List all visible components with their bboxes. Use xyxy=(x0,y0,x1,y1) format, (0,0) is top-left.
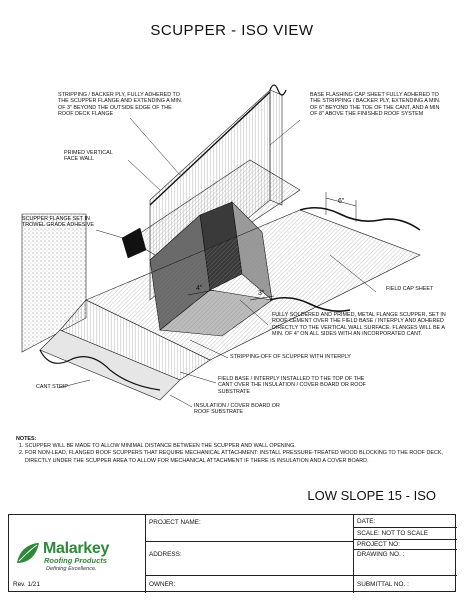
label-soldered-scupper: FULLY SOLDERED AND PRIMED, METAL FLANGE … xyxy=(272,312,446,338)
note-1: SCUPPER WILL BE MADE TO ALLOW MINIMAL DI… xyxy=(25,443,452,450)
label-field-base: FIELD BASE / INTERPLY INSTALLED TO THE T… xyxy=(218,376,366,395)
tb-divider-2 xyxy=(353,515,354,593)
tb-date: DATE: xyxy=(357,518,376,525)
tb-row-line-2 xyxy=(145,575,353,576)
label-scupper-flange: SCUPPER FLANGE SET IN TROWEL GRADE ADHES… xyxy=(22,216,94,229)
note-2: FOR NON-LEAD, FLANGED ROOF SCUPPERS THAT… xyxy=(25,450,452,464)
tb-right-line-1 xyxy=(353,527,457,528)
logo-tagline: Defining Excellence. xyxy=(46,566,97,572)
scupper-flange-block xyxy=(121,227,147,259)
tb-right-line-3 xyxy=(353,549,457,550)
tb-right-line-2 xyxy=(353,539,457,540)
leader-lines xyxy=(57,117,377,408)
malarkey-logo: Malarkey Roofing Products Defining Excel… xyxy=(15,539,141,573)
notes-heading: NOTES: xyxy=(16,436,37,442)
drawing-title: SCUPPER - ISO VIEW xyxy=(150,22,314,39)
label-stripping-off: STRIPPING-OFF OF SCUPPER WITH INTERPLY xyxy=(230,354,351,360)
roof-wavy-edge-lower xyxy=(269,296,351,312)
tb-project-no: PROJECT NO: xyxy=(357,541,400,548)
tb-address: ADDRESS: xyxy=(149,551,182,558)
leaf-icon xyxy=(17,543,39,563)
label-primed-wall: PRIMED VERTICAL FACE WALL xyxy=(64,150,113,163)
tb-row-line-1 xyxy=(145,541,353,542)
sheet-title: LOW SLOPE 15 - ISO xyxy=(307,488,436,503)
tb-project-name: PROJECT NAME: xyxy=(149,519,201,526)
tb-right-line-4 xyxy=(353,575,457,576)
notes-section: NOTES: SCUPPER WILL BE MADE TO ALLOW MIN… xyxy=(16,436,452,465)
logo-sub: Roofing Products xyxy=(44,556,107,565)
dim-6-line xyxy=(325,197,357,207)
scupper-iso-drawing xyxy=(21,84,421,408)
roof-wavy-edge-left xyxy=(39,349,161,391)
dim-4-line xyxy=(187,289,215,296)
tb-submittal-no: SUBMITTAL NO. : xyxy=(357,581,409,588)
tb-drawing-no: DRAWING NO. : xyxy=(357,551,405,558)
wall-cut-top xyxy=(269,84,287,96)
label-stripping: STRIPPING / BACKER PLY, FULLY ADHERED TO… xyxy=(58,92,183,118)
label-cant-strip: CANT STRIP xyxy=(36,384,68,390)
label-base-flashing: BASE FLASHING CAP SHEET FULLY ADHERED TO… xyxy=(310,92,441,118)
wall-edge-left xyxy=(149,91,271,206)
tb-owner: OWNER: xyxy=(149,581,176,588)
dim-3-line xyxy=(249,295,275,301)
tb-scale: SCALE: NOT TO SCALE xyxy=(357,530,429,537)
dim-4-label: 4" xyxy=(196,285,203,292)
title-block: PROJECT NAME: ADDRESS: OWNER: DATE: SCAL… xyxy=(8,514,457,593)
label-field-cap: FIELD CAP SHEET xyxy=(386,286,434,292)
roof-wavy-edge-right xyxy=(299,206,421,231)
dim-3-label: 3" xyxy=(258,290,265,297)
label-insulation: INSULATION / COVER BOARD OR ROOF SUBSTRA… xyxy=(194,403,280,416)
tb-divider-1 xyxy=(145,515,146,593)
logo-name: Malarkey xyxy=(43,540,110,557)
roof-insulation xyxy=(39,329,181,401)
tb-revision: Rev. 1/21 xyxy=(13,581,40,588)
dim-6-label: 6" xyxy=(338,198,345,205)
